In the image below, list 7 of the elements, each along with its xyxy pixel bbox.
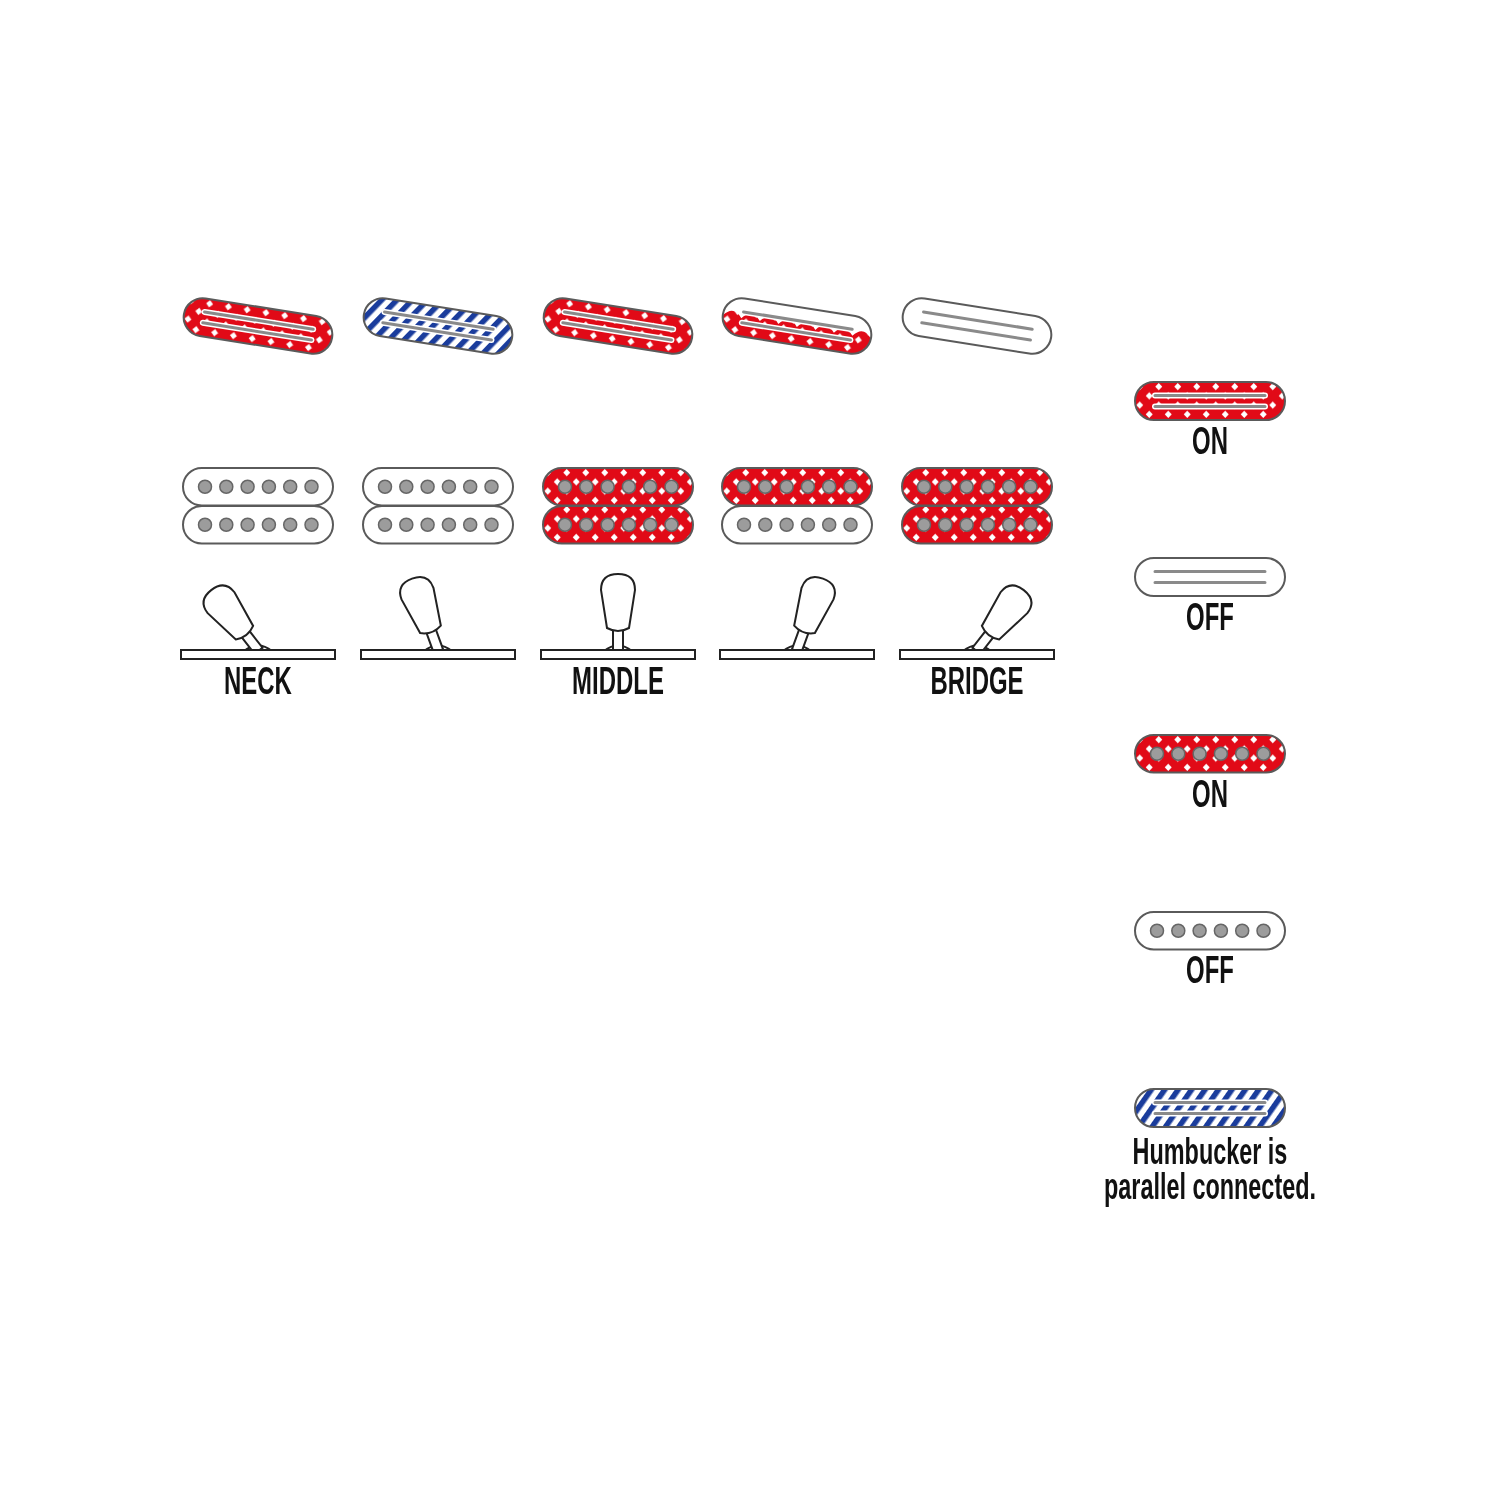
legend-label: OFF [1186, 951, 1234, 989]
legend-label: OFF [1186, 598, 1234, 636]
legend-label: ON [1192, 422, 1228, 460]
position-label: MIDDLE [572, 662, 664, 700]
position-label: BRIDGE [930, 662, 1024, 700]
legend-label: ON [1192, 775, 1228, 813]
position-label: NECK [224, 662, 292, 700]
